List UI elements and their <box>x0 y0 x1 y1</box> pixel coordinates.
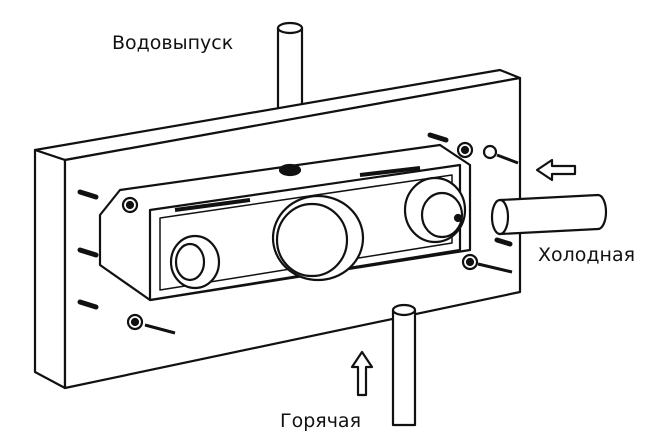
wall-screws <box>77 132 513 310</box>
hot-pipe <box>391 303 417 427</box>
cold-water-label: Холодная <box>538 244 636 266</box>
center-knob <box>271 194 365 282</box>
hot-inlet-arrow <box>350 350 374 397</box>
right-knob <box>403 176 467 244</box>
cold-pipe <box>490 193 608 236</box>
mounting-brackets <box>121 141 519 335</box>
cold-inlet-arrow <box>535 158 577 182</box>
hot-water-label: Горячая <box>280 410 362 432</box>
left-knob <box>169 234 221 290</box>
outlet-label: Водовыпуск <box>112 32 234 54</box>
